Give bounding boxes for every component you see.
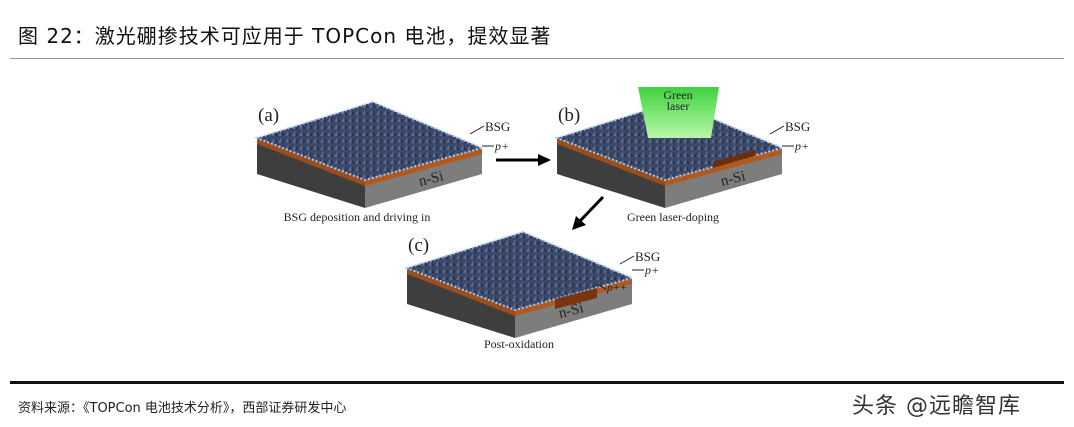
bsg-label: BSG [785, 119, 810, 134]
pp-label: p++ [606, 282, 627, 294]
panel-a-tag: (a) [258, 105, 279, 126]
laser-label-line2: laser [667, 99, 690, 113]
bsg-label: BSG [635, 249, 660, 264]
laser-label-line1: Green [663, 88, 692, 102]
panel-c [406, 231, 633, 339]
bsg-pointer [769, 125, 785, 135]
substrate-label: n-Si [719, 168, 747, 190]
p-label: p+ [644, 263, 659, 277]
wafer-slab [256, 101, 483, 209]
green-laser-beam [638, 87, 719, 138]
substrate-label: n-Si [557, 300, 585, 322]
p-label: p+ [794, 139, 809, 153]
bsg-pointer [619, 255, 635, 265]
bsg-label: BSG [485, 119, 510, 134]
pp-pointer [595, 283, 607, 290]
arrow-down-left-icon [572, 195, 605, 230]
substrate-label: n-Si [417, 168, 445, 190]
laser-doped-region [713, 150, 755, 168]
arrow-right-icon [496, 154, 551, 166]
watermark: 头条 @远瞻智库 [852, 394, 1021, 419]
pp-doped-region [555, 288, 597, 309]
bottom-divider [10, 381, 1064, 384]
panel-b [556, 101, 783, 209]
panel-a-caption: BSG deposition and driving in [284, 210, 431, 224]
panel-c-tag: (c) [408, 235, 429, 256]
bsg-pointer [469, 125, 485, 135]
panel-b-tag: (b) [558, 105, 580, 126]
panel-b-caption: Green laser-doping [627, 210, 719, 224]
top-divider [10, 58, 1064, 59]
panel-a [256, 101, 483, 209]
figure-title: 图 22：激光硼掺技术可应用于 TOPCon 电池，提效显著 [18, 24, 552, 48]
panel-c-caption: Post-oxidation [484, 337, 554, 351]
p-label: p+ [494, 139, 509, 153]
source-note: 资料来源：《TOPCon 电池技术分析》，西部证券研发中心 [18, 401, 347, 416]
